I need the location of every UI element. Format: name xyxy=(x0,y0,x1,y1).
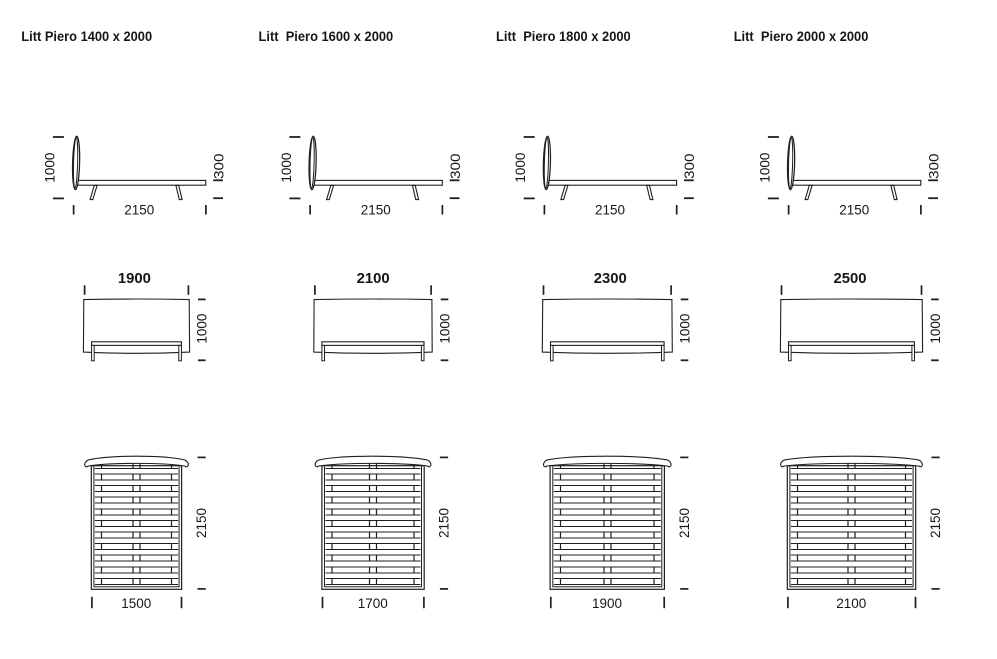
svg-text:1000: 1000 xyxy=(279,152,295,182)
svg-text:1000: 1000 xyxy=(195,313,211,343)
svg-text:2150: 2150 xyxy=(839,203,869,219)
svg-text:2150: 2150 xyxy=(437,508,453,538)
svg-text:1900: 1900 xyxy=(592,596,622,612)
svg-text:2150: 2150 xyxy=(595,203,625,219)
svg-text:1700: 1700 xyxy=(358,596,388,612)
svg-text:2100: 2100 xyxy=(357,271,390,287)
svg-text:300: 300 xyxy=(211,153,227,179)
svg-text:1000: 1000 xyxy=(437,313,453,343)
svg-text:300: 300 xyxy=(682,153,698,179)
svg-text:300: 300 xyxy=(926,153,942,179)
svg-text:2500: 2500 xyxy=(834,271,867,287)
svg-text:Litt Piero 1400 x 2000: Litt Piero 1400 x 2000 xyxy=(21,29,152,45)
svg-text:1000: 1000 xyxy=(757,152,773,182)
svg-text:2150: 2150 xyxy=(361,203,391,219)
svg-text:Litt Piero 1600 x 2000: Litt Piero 1600 x 2000 xyxy=(259,29,394,45)
svg-text:300: 300 xyxy=(448,153,464,179)
svg-text:1000: 1000 xyxy=(677,313,693,343)
svg-text:2150: 2150 xyxy=(194,508,210,538)
svg-text:2150: 2150 xyxy=(124,203,154,219)
svg-text:2150: 2150 xyxy=(677,508,693,538)
svg-text:Litt Piero 1800 x 2000: Litt Piero 1800 x 2000 xyxy=(496,29,631,45)
svg-text:2300: 2300 xyxy=(594,271,627,287)
svg-text:Litt Piero 2000 x 2000: Litt Piero 2000 x 2000 xyxy=(734,29,869,45)
svg-text:2100: 2100 xyxy=(836,596,866,612)
svg-text:2150: 2150 xyxy=(928,508,944,538)
svg-text:1000: 1000 xyxy=(42,152,58,182)
svg-text:1900: 1900 xyxy=(118,271,151,287)
svg-text:1000: 1000 xyxy=(513,152,529,182)
svg-text:1500: 1500 xyxy=(121,596,151,612)
svg-text:1000: 1000 xyxy=(928,313,944,343)
